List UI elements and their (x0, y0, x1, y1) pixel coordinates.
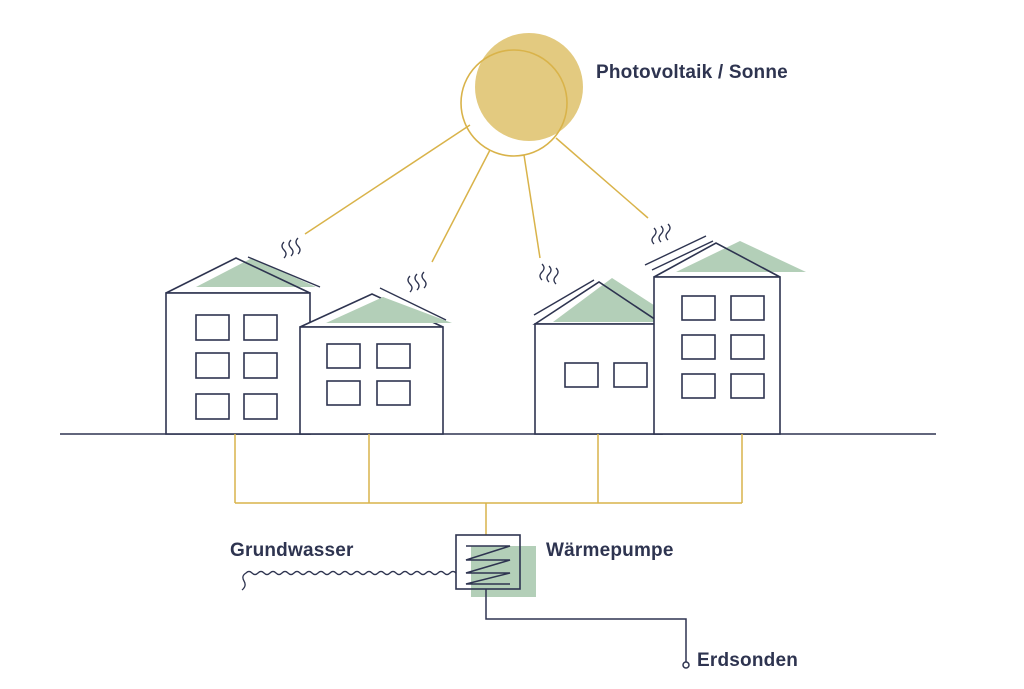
probe-end-icon (682, 661, 690, 669)
heat-pump-box (455, 534, 521, 590)
ground-probes-label: Erdsonden (697, 650, 799, 671)
window (564, 362, 599, 388)
house-body-1 (165, 292, 311, 435)
house-3 (532, 263, 680, 435)
panel-edge-4b (651, 240, 714, 271)
heat-waves-1 (281, 237, 301, 259)
house-4 (644, 223, 806, 435)
ray-house-3 (523, 154, 541, 259)
panel-edge-3 (533, 279, 595, 316)
window (681, 295, 716, 321)
heat-waves-2 (407, 271, 427, 293)
sun-rays (304, 124, 649, 263)
ray-house-1 (304, 124, 471, 235)
window (243, 314, 278, 341)
panel-edge-2 (379, 287, 447, 321)
window (326, 343, 361, 369)
sun-icon (460, 33, 583, 157)
window (243, 352, 278, 379)
panel-edge-1 (247, 256, 321, 288)
house-body-4 (653, 276, 781, 435)
window (195, 352, 230, 379)
ray-house-4 (555, 137, 649, 219)
sun-label: Photovoltaik / Sonne (596, 62, 788, 83)
ray-house-2 (431, 149, 491, 263)
house-body-2 (299, 326, 444, 435)
heat-pump-icon (455, 534, 536, 597)
window (376, 343, 411, 369)
groundwater-label: Grundwasser (230, 540, 354, 561)
panel-edge-4a (644, 235, 707, 266)
solar-panel-3 (553, 278, 680, 322)
window (195, 314, 230, 341)
solar-panel-2-front (326, 297, 440, 323)
distribution-network (234, 434, 743, 535)
window (681, 373, 716, 399)
heat-pump-coil (465, 545, 511, 585)
window (376, 380, 411, 406)
window (326, 380, 361, 406)
window (195, 393, 230, 420)
window (730, 334, 765, 360)
ground-probe-line (485, 589, 690, 669)
heat-waves-4 (651, 223, 671, 245)
probe-pipe (485, 589, 687, 662)
sun-fill (475, 33, 583, 141)
groundwater-line (241, 570, 457, 591)
heat-waves-3 (539, 263, 559, 285)
window (613, 362, 648, 388)
house-1 (165, 237, 321, 435)
window (730, 373, 765, 399)
heat-pump-label: Wärmepumpe (546, 540, 674, 561)
sun-outline (460, 49, 568, 157)
window (243, 393, 278, 420)
house-2 (299, 271, 452, 435)
window (681, 334, 716, 360)
window (730, 295, 765, 321)
solar-panel-1 (196, 258, 316, 287)
